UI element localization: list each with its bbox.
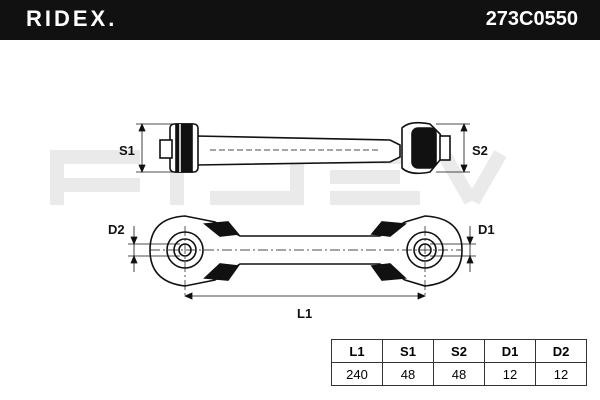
- label-d2: D2: [108, 222, 125, 237]
- plan-view: [149, 215, 463, 296]
- dimension-s1: [136, 122, 176, 174]
- dimension-s2: [436, 122, 470, 174]
- spec-table-value-row: 240 48 48 12 12: [331, 362, 587, 386]
- spec-value-d2: 12: [535, 362, 587, 386]
- spec-header-s1: S1: [382, 339, 434, 363]
- spec-header-d2: D2: [535, 339, 587, 363]
- label-s1: S1: [119, 143, 135, 158]
- spec-table: L1 S1 S2 D1 D2 240 48 48 12 12: [331, 339, 587, 386]
- spec-value-s2: 48: [433, 362, 485, 386]
- spec-table-header-row: L1 S1 S2 D1 D2: [331, 339, 587, 363]
- spec-header-s2: S2: [433, 339, 485, 363]
- technical-drawing: S1 S2 D2: [50, 121, 507, 321]
- label-d1: D1: [478, 222, 495, 237]
- dimension-l1: [183, 292, 427, 300]
- spec-header-l1: L1: [331, 339, 383, 363]
- spec-value-d1: 12: [484, 362, 536, 386]
- dimension-d2: [128, 226, 180, 272]
- spec-header-d1: D1: [484, 339, 536, 363]
- label-s2: S2: [472, 143, 488, 158]
- header-bar: RIDEX. 273C0550: [0, 0, 600, 40]
- spec-value-l1: 240: [331, 362, 383, 386]
- label-l1: L1: [297, 306, 312, 321]
- part-number: 273C0550: [485, 8, 578, 30]
- side-view: [159, 121, 451, 175]
- spec-value-s1: 48: [382, 362, 434, 386]
- dimension-d1: [430, 226, 476, 272]
- brand-logo: RIDEX.: [26, 6, 118, 31]
